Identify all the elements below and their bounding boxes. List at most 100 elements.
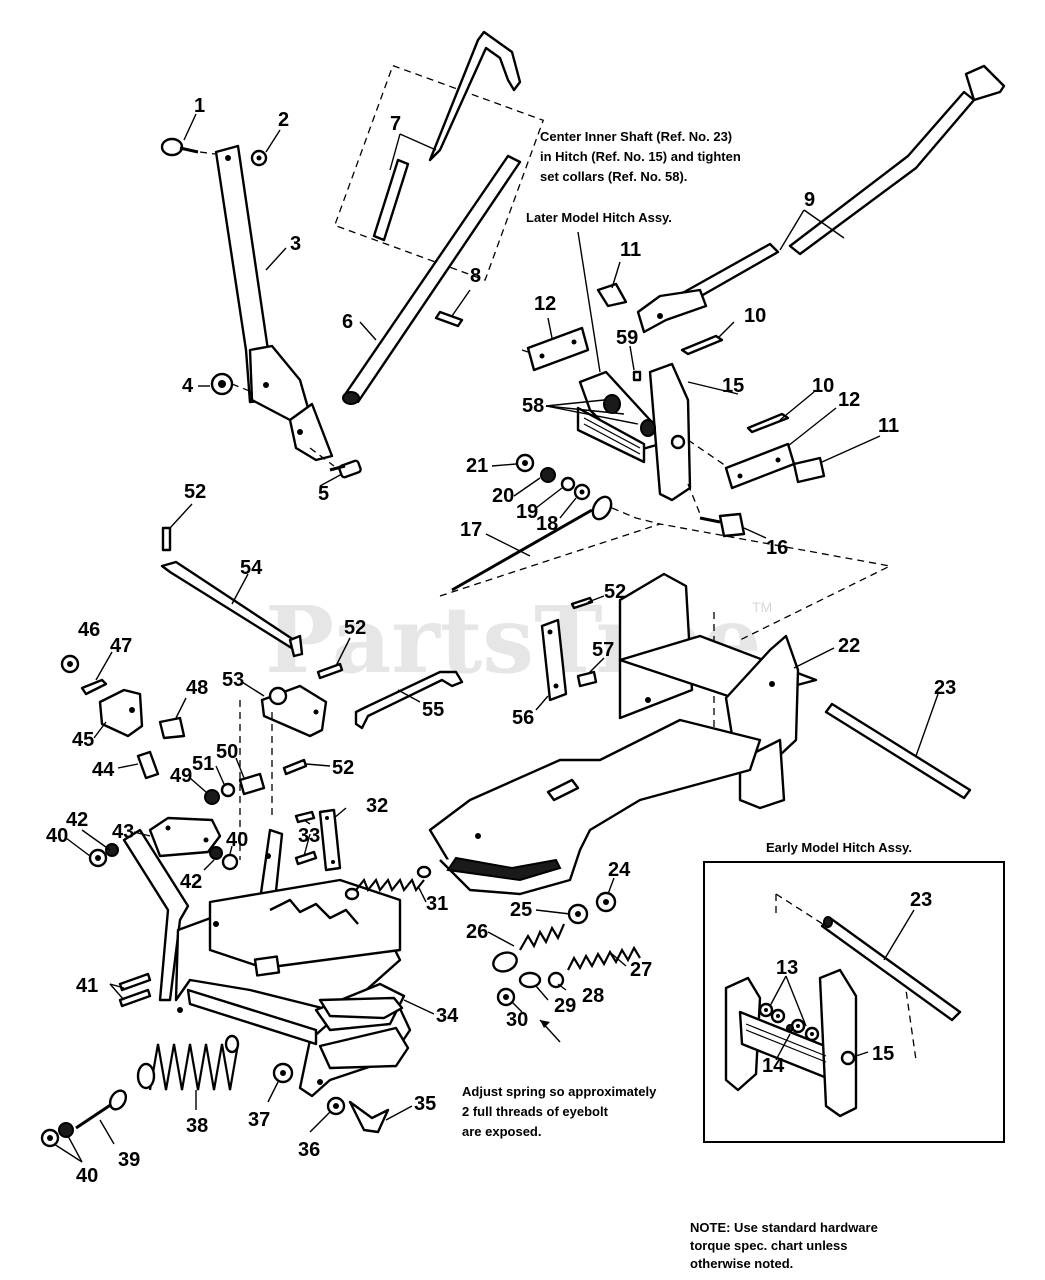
eyebolt-part-1[interactable] <box>160 137 199 157</box>
nut-part-28[interactable] <box>547 971 565 989</box>
washer-part-24[interactable] <box>595 891 617 913</box>
svg-text:set collars (Ref. No. 58).: set collars (Ref. No. 58). <box>540 169 687 184</box>
callout-36: 36 <box>298 1139 320 1161</box>
pin-part-32[interactable] <box>318 808 342 872</box>
handle-part-7[interactable] <box>372 30 522 242</box>
eyebolt-part-26[interactable] <box>491 923 566 975</box>
callout-47: 47 <box>110 635 132 657</box>
callout-38: 38 <box>186 1115 208 1137</box>
washer-part-29[interactable] <box>518 971 542 989</box>
pin-part-8[interactable] <box>434 310 464 328</box>
callout-23-early: 23 <box>910 889 932 911</box>
inner-shaft-part-23-early[interactable] <box>820 916 962 1022</box>
lift-lever-part-3[interactable] <box>214 144 334 462</box>
nut-part-21[interactable] <box>515 453 535 473</box>
plate-part-12-left[interactable] <box>526 326 590 372</box>
pin-part-57[interactable] <box>576 670 598 688</box>
washer-part-42-left[interactable] <box>105 843 119 857</box>
callout-52-top: 52 <box>604 581 626 603</box>
bolt-part-16[interactable] <box>699 512 746 538</box>
bolt-part-48[interactable] <box>158 716 186 740</box>
hitch-part-15-later[interactable] <box>576 362 692 502</box>
callout-25: 25 <box>510 899 532 921</box>
plate-part-43[interactable] <box>148 816 222 858</box>
eyebolt-part-39[interactable] <box>75 1088 129 1130</box>
washer-part-51[interactable] <box>220 782 236 798</box>
nut-part-40-mid[interactable] <box>221 853 239 871</box>
callout-46: 46 <box>78 619 100 641</box>
bolt-part-50[interactable] <box>238 772 266 796</box>
early-model-box <box>703 861 1005 1143</box>
washer-part-42-mid[interactable] <box>209 846 223 860</box>
rod-part-54[interactable] <box>160 560 304 658</box>
hairpin-part-47[interactable] <box>80 678 108 696</box>
pin-part-52-lower[interactable] <box>282 758 308 776</box>
pedal-frame-part-34[interactable] <box>122 828 412 1098</box>
callout-7: 7 <box>390 113 401 135</box>
screw-part-14[interactable] <box>786 1024 794 1032</box>
washer-part-20[interactable] <box>540 467 556 483</box>
pins-part-33[interactable] <box>294 810 318 866</box>
nut-part-46[interactable] <box>60 654 80 674</box>
hitch-part-15-early[interactable] <box>724 968 858 1118</box>
nut-part-40-left[interactable] <box>88 848 108 868</box>
pin-part-52-mid[interactable] <box>316 662 344 680</box>
plate-part-12-right[interactable] <box>724 442 796 490</box>
rod-part-55[interactable] <box>354 670 464 730</box>
callout-22: 22 <box>838 635 860 657</box>
bracket-part-45[interactable] <box>98 688 144 738</box>
spring-part-31[interactable] <box>344 865 432 901</box>
nut-part-4[interactable] <box>210 372 234 396</box>
callout-50: 50 <box>216 741 238 763</box>
handle-part-9[interactable] <box>668 64 1006 310</box>
callout-13: 13 <box>776 957 798 979</box>
pin-part-52-top[interactable] <box>570 596 594 610</box>
bolt-part-35[interactable] <box>348 1100 390 1134</box>
callout-41: 41 <box>76 975 98 997</box>
screw-part-59[interactable] <box>632 370 642 382</box>
callout-24: 24 <box>608 859 631 881</box>
pins-part-41[interactable] <box>118 972 152 1008</box>
inner-shaft-part-23[interactable] <box>824 702 972 800</box>
callout-10-right: 10 <box>812 375 834 397</box>
collars-part-58[interactable] <box>603 394 656 437</box>
clevis-part-9[interactable] <box>636 288 708 334</box>
svg-text:Center Inner Shaft (Ref. No. 2: Center Inner Shaft (Ref. No. 23) <box>540 129 732 144</box>
callout-17: 17 <box>460 519 482 541</box>
fitting-part-44[interactable] <box>136 750 160 780</box>
callout-31: 31 <box>426 893 448 915</box>
hairpin-part-10-top[interactable] <box>680 334 724 356</box>
nut-part-25[interactable] <box>567 903 589 925</box>
callout-53: 53 <box>222 669 244 691</box>
nut-part-30[interactable] <box>496 987 516 1007</box>
nut-part-37[interactable] <box>272 1062 294 1084</box>
nut-part-2[interactable] <box>250 149 268 167</box>
bolt-part-5[interactable] <box>329 459 362 479</box>
spring-part-38[interactable] <box>136 1034 240 1091</box>
leader-lines <box>53 113 939 1163</box>
callout-labels: 1 2 3 4 5 6 7 8 9 10 10 11 11 12 12 13 1… <box>46 95 956 1187</box>
bracket-part-56[interactable] <box>540 618 568 702</box>
pin-part-52-left[interactable] <box>161 526 172 552</box>
callout-16: 16 <box>766 537 788 559</box>
eyebolt-part-17[interactable] <box>451 494 615 592</box>
washer-part-19[interactable] <box>560 476 576 492</box>
callout-12-right: 12 <box>838 389 860 411</box>
callout-23: 23 <box>934 677 956 699</box>
nut-part-36[interactable] <box>326 1096 346 1116</box>
nuts-part-40-bottom[interactable] <box>40 1122 74 1148</box>
svg-text:NOTE: Use standard hardware: NOTE: Use standard hardware <box>690 1220 878 1235</box>
pin-part-11-top[interactable] <box>596 282 628 308</box>
note-adjust-spring: Adjust spring so approximately 2 full th… <box>462 1084 657 1139</box>
frame-part-22[interactable] <box>428 572 818 896</box>
nut-part-49[interactable] <box>204 789 220 805</box>
hairpin-part-10-right[interactable] <box>746 412 790 434</box>
callout-45: 45 <box>72 729 94 751</box>
callout-57: 57 <box>592 639 614 661</box>
callout-52-left: 52 <box>184 481 206 503</box>
rod-part-6[interactable] <box>342 154 522 405</box>
spring-part-27[interactable] <box>567 945 641 971</box>
pin-part-11-right[interactable] <box>792 456 826 484</box>
plate-part-53[interactable] <box>260 684 328 738</box>
nut-part-18[interactable] <box>573 483 591 501</box>
